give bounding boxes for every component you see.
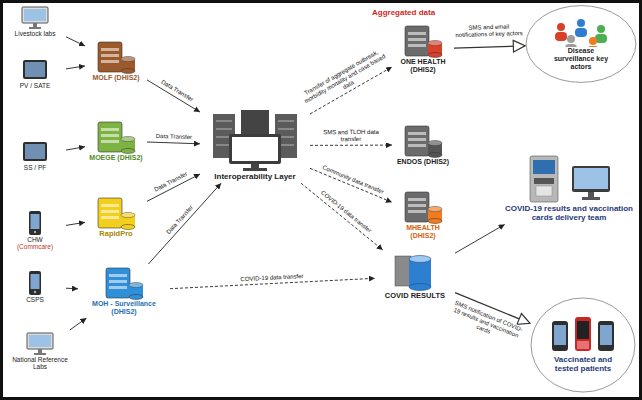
node-label: (Commcare)	[17, 243, 53, 250]
node-label: COVID-19 results and vaccination cards d…	[502, 204, 636, 222]
node-label: CHW	[27, 236, 43, 243]
node-icon	[401, 124, 445, 158]
node-label: ONE HEALTH (DHIS2)	[394, 58, 452, 74]
edge-label: Data Transfer	[154, 133, 193, 141]
node-label: PV / SATE	[20, 82, 51, 89]
node-icon	[102, 266, 146, 300]
system-node: MHEALTH (DHIS2)	[392, 188, 454, 242]
connector	[66, 66, 85, 69]
edge-label: Data Transfer	[158, 78, 194, 104]
edge-label: SMS and email notifications of key actor…	[453, 23, 525, 39]
node-icon	[401, 190, 445, 224]
connector	[148, 183, 221, 264]
node-icon	[547, 15, 615, 47]
node-icon	[205, 110, 305, 172]
node-icon	[94, 120, 138, 154]
node-label: MOH - Surveillance (DHIS2)	[80, 300, 168, 316]
node-label: National Reference Labs	[6, 356, 74, 371]
system-node: MOLF (DHIS2)	[85, 38, 147, 84]
system-node: SS / PF	[4, 138, 66, 173]
node-icon	[26, 270, 44, 296]
node-label: RapidPro	[99, 230, 132, 239]
connector	[70, 318, 87, 330]
system-node: CHW(Commcare)	[4, 208, 66, 253]
node-icon	[524, 152, 614, 204]
node-label: MOLF (DHIS2)	[92, 74, 139, 82]
node-icon	[20, 58, 50, 82]
node-label: MOEGE (DHIS2)	[89, 154, 142, 162]
system-node: Interoperability Layer	[200, 108, 310, 183]
node-icon	[94, 40, 138, 74]
system-node: National Reference Labs	[4, 330, 76, 373]
system-node: MOEGE (DHIS2)	[85, 118, 147, 164]
system-node: CSPS	[4, 268, 66, 305]
edge-label: COVID-19 data transfer	[318, 189, 373, 235]
edge-label: Data Transfer	[165, 203, 196, 236]
system-node: MOH - Surveillance (DHIS2)	[78, 264, 170, 318]
edge-label: COVID-19 data transfer	[240, 272, 305, 282]
connector	[66, 288, 78, 290]
node-icon	[20, 6, 50, 30]
connector	[66, 147, 85, 150]
node-icon	[25, 332, 55, 356]
connector	[301, 183, 383, 250]
node-icon	[401, 24, 445, 58]
edge-label: Transfer of aggregate outbreak, morbidit…	[297, 46, 391, 112]
system-node: Vaccinated and tested patients	[530, 296, 636, 394]
node-label: MHEALTH (DHIS2)	[394, 224, 452, 240]
system-node: Disease surveillance key actors	[525, 4, 637, 84]
system-node: ENDOS (DHIS2)	[392, 122, 454, 168]
system-node: Livestock labs	[4, 4, 66, 39]
system-node: RapidPro	[85, 194, 147, 241]
connector	[147, 142, 200, 144]
node-label: SS / PF	[24, 164, 46, 171]
node-label: Livestock labs	[15, 30, 56, 37]
node-label: COVID RESULTS	[385, 292, 445, 301]
ellipse-outline	[525, 4, 637, 84]
section-label: Aggregated data	[372, 8, 435, 17]
node-icon	[20, 140, 50, 164]
connector	[66, 222, 85, 225]
system-node: PV / SATE	[4, 56, 66, 91]
node-label: Disease surveillance key actors	[548, 47, 614, 71]
system-node: COVID RESULTS	[375, 250, 455, 303]
node-label: Vaccinated and tested patients	[552, 355, 614, 373]
node-label: CSPS	[26, 296, 44, 303]
connector	[310, 145, 392, 146]
node-icon	[94, 196, 138, 230]
edge-label: SMS and TLOH data transfer	[312, 129, 389, 143]
node-label: ENDOS (DHIS2)	[397, 158, 449, 166]
node-icon	[548, 315, 618, 355]
system-node: COVID-19 results and vaccination cards d…	[500, 150, 638, 224]
connector	[455, 224, 505, 253]
edge-label: Community data transfer	[321, 164, 386, 196]
node-icon	[393, 252, 437, 292]
system-node: ONE HEALTH (DHIS2)	[392, 22, 454, 76]
connector	[454, 46, 525, 48]
node-icon	[26, 210, 44, 236]
connector	[66, 37, 85, 46]
node-label: Interoperability Layer	[214, 172, 295, 181]
